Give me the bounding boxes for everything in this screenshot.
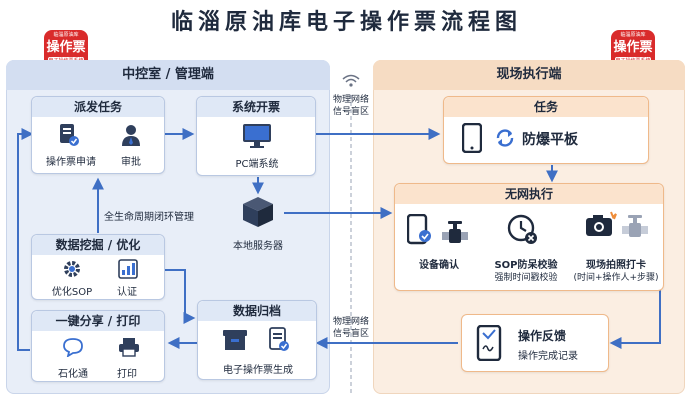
offline-step-sop-sub: 强制时间戳校验: [494, 273, 558, 283]
mining-item-cert: 认证: [117, 287, 137, 298]
issue-ticket-box[interactable]: 系统开票 PC端系统: [196, 96, 316, 176]
network-line1: 物理网络: [332, 317, 369, 327]
network-note-top: 物理网络 信号盲区: [322, 94, 380, 118]
network-note-bottom: 物理网络 信号盲区: [322, 316, 380, 340]
valve-icon: [621, 214, 649, 244]
document-check-icon: [58, 123, 80, 151]
offline-step-sop: SOP防呆校验: [494, 260, 558, 271]
field-title: 现场执行端: [373, 60, 685, 90]
archive-item-generate: 电子操作票生成: [223, 365, 293, 376]
page-title: 临淄原油库电子操作票流程图: [170, 10, 522, 35]
share-print-box[interactable]: 一键分享 / 打印 石化通 打印: [31, 310, 165, 382]
logo-main-text: 操作票: [46, 40, 86, 55]
archive-title: 数据归档: [198, 301, 316, 321]
share-item-shihuatong: 石化通: [58, 369, 88, 380]
dispatch-item-apply: 操作票申请: [46, 157, 96, 168]
mining-item-sop: 优化SOP: [51, 287, 93, 298]
arrow-mining-archive: [165, 269, 196, 324]
task-title: 任务: [444, 97, 648, 117]
chat-bubble-icon: [62, 337, 84, 361]
arrow-loop-left: [17, 128, 34, 351]
wifi-signal-icon: [336, 72, 366, 91]
arrow-offline-feedback: [609, 288, 661, 349]
signature-tablet-icon: [476, 324, 502, 365]
approver-user-icon: [120, 123, 142, 151]
server-label: 本地服务器: [233, 241, 283, 252]
monitor-icon: [242, 123, 272, 153]
chart-icon: [118, 259, 138, 283]
sync-icon: [494, 127, 516, 153]
operation-feedback-box[interactable]: 操作反馈 操作完成记录: [461, 314, 609, 372]
network-line1: 物理网络: [332, 95, 369, 105]
network-line2: 信号盲区: [332, 107, 369, 117]
logo-top-text: 临淄原油库: [53, 32, 79, 38]
lifecycle-label: 全生命周期闭环管理: [104, 212, 194, 223]
issue-title: 系统开票: [197, 97, 315, 117]
dispatch-item-approve: 审批: [121, 157, 141, 168]
offline-execution-box[interactable]: 无网执行 设备确认 SOP防呆校验 强制时间戳校验 现场拍照打卡 (时间+操作人…: [394, 183, 664, 291]
share-title: 一键分享 / 打印: [32, 311, 164, 331]
share-item-print: 打印: [117, 369, 137, 380]
network-line2: 信号盲区: [332, 329, 369, 339]
offline-step-device: 设备确认: [419, 260, 459, 271]
logo-main-text: 操作票: [613, 40, 653, 55]
feedback-sub: 操作完成记录: [518, 351, 578, 362]
dispatch-title: 派发任务: [32, 97, 164, 117]
task-item-tablet: 防爆平板: [522, 132, 578, 148]
printer-icon: [118, 337, 140, 361]
camera-icon: [585, 210, 617, 244]
offline-step-photo: 现场拍照打卡: [586, 260, 646, 271]
gear-icon: [62, 259, 82, 283]
feedback-title: 操作反馈: [518, 329, 567, 343]
control-room-title: 中控室 / 管理端: [6, 60, 330, 90]
issue-item-pc: PC端系统: [235, 159, 279, 170]
dispatch-task-box[interactable]: 派发任务 操作票申请 审批: [31, 96, 165, 174]
document-icon: [268, 327, 290, 357]
clock-x-icon: [507, 214, 539, 250]
offline-title: 无网执行: [395, 184, 663, 204]
archive-box-icon: [222, 329, 248, 355]
valve-icon: [441, 220, 469, 250]
server-cube-icon: [240, 195, 276, 233]
mining-title: 数据挖掘 / 优化: [32, 235, 164, 255]
offline-step-photo-sub: (时间+操作人+步骤): [573, 273, 659, 283]
tablet-icon: [461, 122, 483, 157]
logo-top-text: 临淄原油库: [620, 32, 646, 38]
tablet-check-icon: [406, 213, 433, 250]
data-archive-box[interactable]: 数据归档 电子操作票生成: [197, 300, 317, 380]
task-box[interactable]: 任务 防爆平板: [443, 96, 649, 164]
data-mining-box[interactable]: 数据挖掘 / 优化 优化SOP 认证: [31, 234, 165, 300]
